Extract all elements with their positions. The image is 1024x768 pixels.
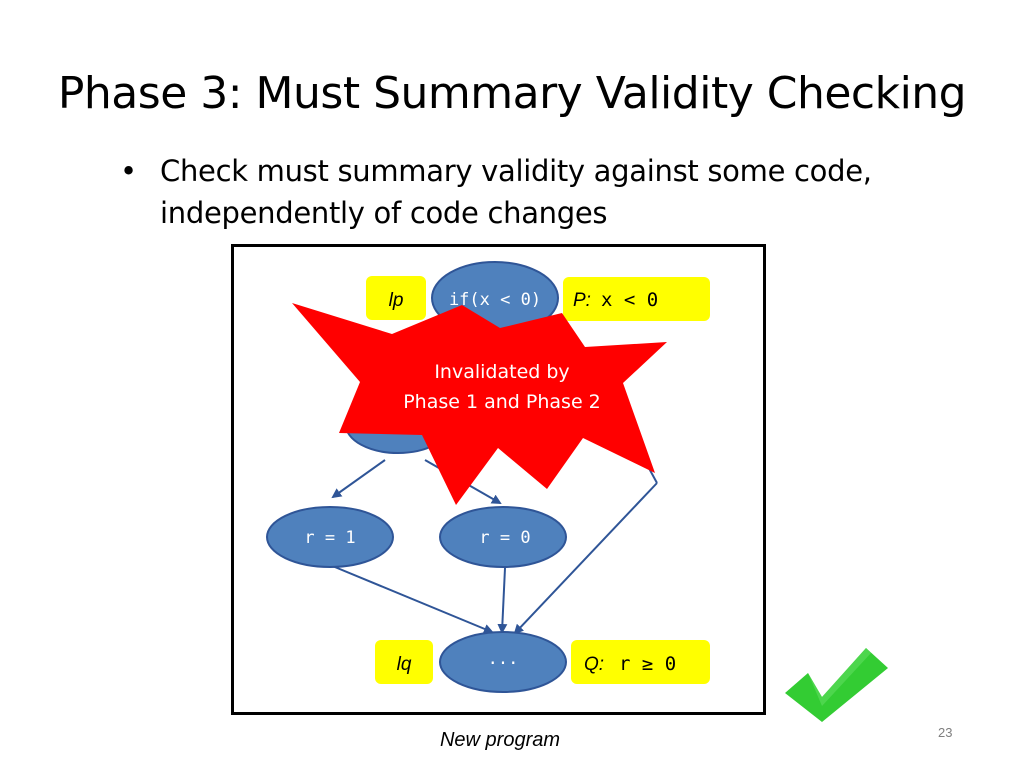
label-q-prefix: Q:: [584, 654, 604, 675]
label-lp-box: [366, 276, 426, 320]
label-q-expression: r ≥ 0: [619, 653, 676, 675]
node-right: [439, 506, 567, 568]
label-p-box: [563, 277, 710, 321]
diagram-frame: [231, 244, 766, 715]
label-lq-box: [375, 640, 433, 684]
program-caption: New program: [439, 729, 561, 751]
node-left: [266, 506, 394, 568]
label-p-prefix: P:: [573, 290, 591, 311]
edge-branch-to-left: [331, 459, 386, 499]
node-right-text: r = 0: [479, 528, 530, 548]
slide-title: Phase 3: Must Summary Validity Checking: [57, 68, 967, 119]
edge-left-to-bottom: [329, 564, 494, 634]
edge-bypass-to-bottom: [513, 482, 658, 635]
invalidated-burst: [292, 303, 667, 505]
label-p-expression: x < 0: [601, 289, 658, 311]
label-q-box: [571, 640, 710, 684]
bullet-text: Check must summary validity against some…: [160, 154, 872, 230]
node-bottom: [439, 631, 567, 693]
node-left-text: r = 1: [304, 528, 355, 548]
node-top-text: if(x < 0): [449, 290, 541, 310]
checkmark-icon: [785, 648, 888, 722]
bullet-dot: •: [120, 154, 138, 188]
label-lp: lp: [389, 290, 404, 311]
node-bottom-text: ...: [488, 649, 519, 669]
edge-right-to-bottom: [497, 567, 508, 634]
label-lq: lq: [397, 654, 412, 675]
burst-line-1: Invalidated by: [434, 361, 569, 383]
page-number: 23: [938, 725, 953, 740]
burst-line-2: Phase 1 and Phase 2: [403, 391, 601, 413]
